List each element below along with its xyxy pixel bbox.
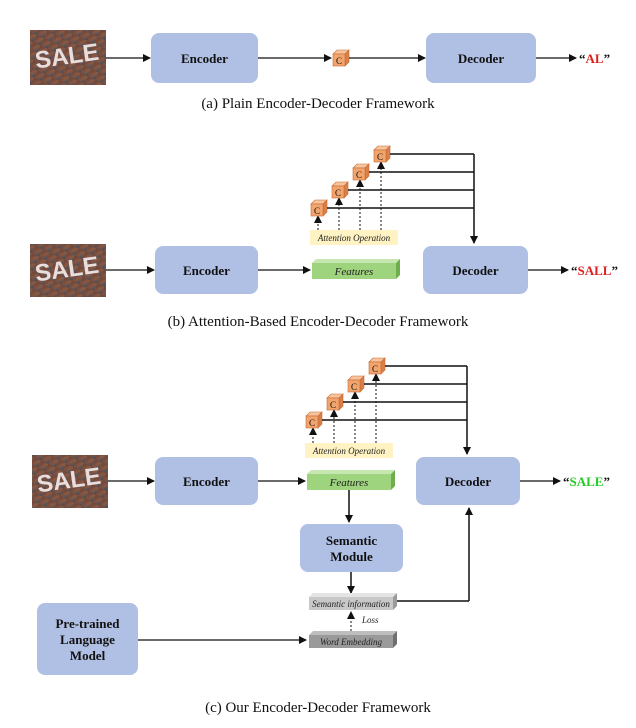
c-block-c-4: C (368, 357, 386, 375)
decoder-label-c: Decoder (445, 474, 491, 489)
attention-bar-b: Attention Operation (310, 230, 398, 245)
encoder-label-a: Encoder (181, 51, 228, 66)
semantic-information-bar: Semantic information (309, 593, 397, 610)
semantic-module-box (300, 524, 403, 572)
svg-text:Semantic information: Semantic information (312, 599, 390, 609)
c-block-b-4: C (373, 145, 391, 163)
svg-text:Attention Operation: Attention Operation (317, 233, 391, 243)
semantic-module-label-2: Module (330, 549, 373, 564)
svg-text:C: C (309, 418, 315, 428)
c-block-a: C (332, 49, 350, 67)
input-image-a: SALE (30, 30, 106, 85)
attention-bar-c: Attention Operation (305, 443, 393, 458)
svg-text:C: C (336, 56, 342, 66)
pretrained-lm-box (37, 603, 138, 675)
plm-label-1: Pre-trained (55, 616, 120, 631)
decoder-box-c (416, 457, 520, 505)
features-bar-c: Features (307, 470, 395, 490)
encoder-box-b (155, 246, 258, 294)
svg-text:C: C (377, 152, 383, 162)
panel-a: SALE Encoder C Decoder “AL” (a) Plain En… (30, 30, 610, 112)
c-block-b-3: C (352, 163, 370, 181)
svg-text:C: C (330, 400, 336, 410)
c-block-b-1: C (310, 199, 328, 217)
loss-label: Loss (361, 615, 379, 625)
decoder-box-a (426, 33, 536, 83)
decoder-box-b (423, 246, 528, 294)
caption-c: (c) Our Encoder-Decoder Framework (205, 700, 431, 716)
encoder-box-c (155, 457, 258, 505)
caption-a: (a) Plain Encoder-Decoder Framework (201, 96, 435, 112)
encoder-label-b: Encoder (183, 263, 230, 278)
output-b: “SALL” (571, 263, 618, 278)
svg-text:Word Embedding: Word Embedding (320, 637, 383, 647)
svg-text:C: C (372, 364, 378, 374)
svg-text:Features: Features (329, 477, 369, 489)
encoder-label-c: Encoder (183, 474, 230, 489)
svg-text:C: C (314, 206, 320, 216)
svg-text:C: C (335, 188, 341, 198)
svg-text:C: C (351, 382, 357, 392)
encoder-box-a (151, 33, 258, 83)
c-block-c-1: C (305, 411, 323, 429)
decoder-label-b: Decoder (452, 263, 498, 278)
caption-b: (b) Attention-Based Encoder-Decoder Fram… (168, 314, 469, 330)
plm-label-3: Model (70, 648, 106, 663)
word-embedding-bar: Word Embedding (309, 631, 397, 648)
c-block-c-3: C (347, 375, 365, 393)
panel-b: SALE Encoder Features Attention Operatio… (30, 145, 618, 330)
output-a: “AL” (579, 51, 610, 66)
panel-c: SALE Encoder Features Attention Operatio… (32, 357, 610, 716)
c-block-c-2: C (326, 393, 344, 411)
plm-label-2: Language (60, 632, 115, 647)
svg-text:Attention Operation: Attention Operation (312, 446, 386, 456)
input-image-c: SALE (32, 455, 108, 508)
c-block-b-2: C (331, 181, 349, 199)
features-bar-b: Features (312, 259, 400, 279)
input-image-b: SALE (30, 244, 106, 297)
svg-text:Features: Features (334, 266, 374, 278)
output-c: “SALE” (563, 474, 610, 489)
decoder-label-a: Decoder (458, 51, 504, 66)
svg-text:C: C (356, 170, 362, 180)
semantic-module-label-1: Semantic (326, 533, 378, 548)
